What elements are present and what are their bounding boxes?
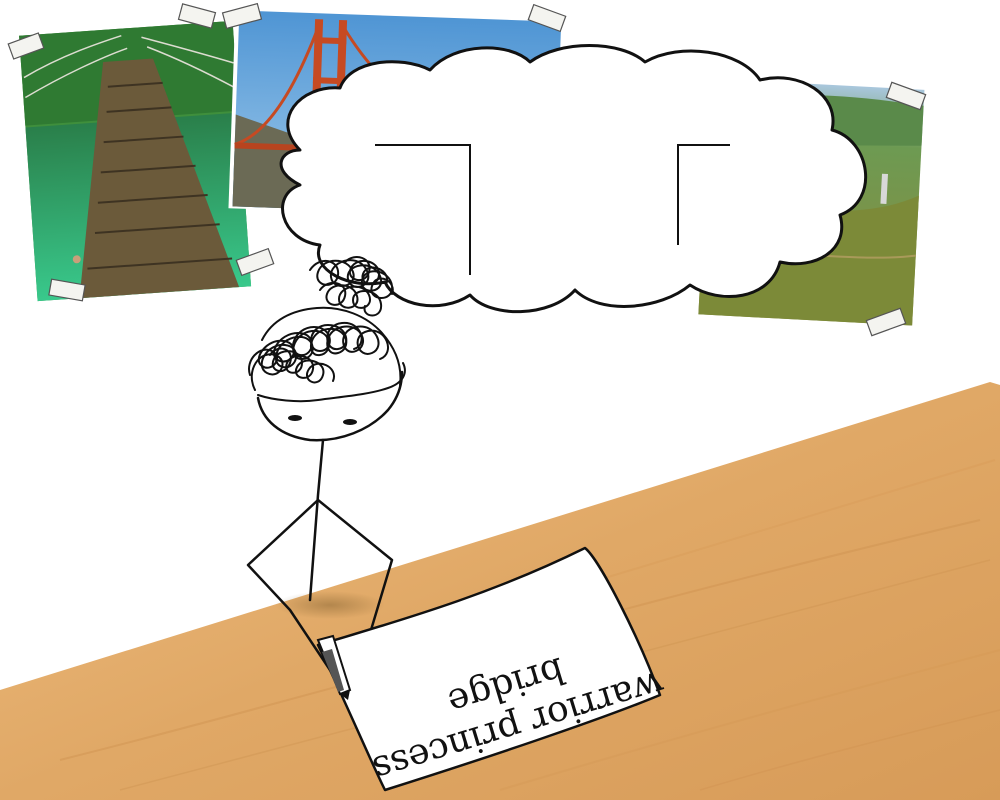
- photo-bamboo-bridge: [12, 14, 258, 308]
- bubble-bracket-left: [375, 144, 471, 275]
- left-eye: [288, 415, 302, 421]
- body: [308, 438, 325, 602]
- stick-figure: [246, 256, 406, 672]
- tape-strips-photo-1: [7, 3, 275, 302]
- tape-strips-photo-3: [865, 81, 927, 337]
- right-arm: [316, 498, 394, 642]
- tape-strips-photo-2: [221, 2, 567, 33]
- face-outline: [256, 370, 404, 442]
- figure-shadow: [275, 591, 385, 619]
- curly-hair-bun: [309, 256, 394, 317]
- bubble-bracket-right: [677, 144, 730, 245]
- note-paper: [316, 546, 662, 792]
- left-arm: [246, 498, 332, 672]
- curly-hair: [248, 306, 406, 403]
- right-eye: [343, 419, 357, 425]
- pen-icon: [316, 634, 352, 700]
